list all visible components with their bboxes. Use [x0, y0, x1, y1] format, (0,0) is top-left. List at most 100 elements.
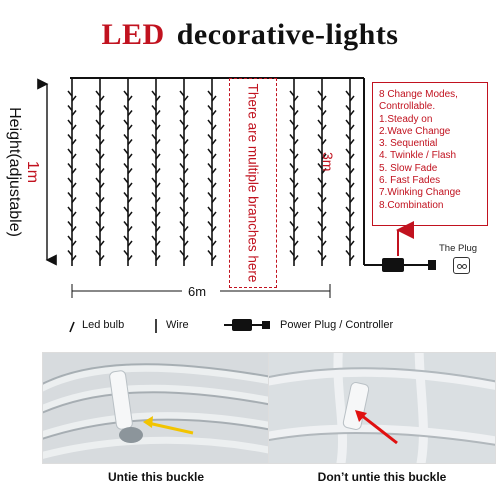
led-bulb	[207, 163, 213, 169]
led-bulb	[123, 177, 129, 184]
mode-line: 8 Change Modes,	[379, 89, 458, 100]
led-bulb	[317, 105, 323, 111]
led-bulb	[71, 95, 77, 102]
led-bulb	[321, 255, 327, 261]
led-bulb	[293, 226, 299, 232]
led-bulb	[123, 192, 129, 198]
led-bulb	[321, 211, 327, 218]
led-bulb	[345, 148, 351, 155]
led-bulb	[317, 177, 323, 184]
led-bulb	[71, 153, 77, 160]
branches-dashed-box	[229, 78, 277, 288]
led-bulb	[293, 124, 299, 131]
led-bulb	[345, 177, 351, 184]
led-bulb	[289, 206, 295, 213]
led-bulb	[127, 95, 133, 102]
led-bulb	[317, 90, 323, 97]
led-bulb	[321, 124, 327, 131]
led-bulb	[211, 197, 217, 203]
led-bulb	[289, 90, 295, 97]
led-bulb	[317, 206, 323, 213]
led-bulb	[151, 206, 157, 213]
led-bulb	[99, 95, 105, 102]
led-bulb	[207, 177, 213, 184]
height-value: 1m	[24, 160, 41, 184]
led-bulb	[289, 235, 295, 242]
mode-line: 1.Steady on	[379, 113, 433, 125]
led-bulb	[179, 250, 185, 256]
led-bulb	[345, 119, 351, 126]
led-bulb	[95, 206, 101, 213]
led-bulb	[183, 139, 189, 145]
mode-line: 5. Slow Fade	[379, 162, 438, 174]
led-bulb	[67, 250, 73, 256]
led-bulb	[99, 211, 105, 218]
led-bulb	[183, 211, 189, 218]
led-bulb	[211, 182, 217, 189]
led-bulb	[321, 168, 327, 174]
led-bulb	[345, 90, 351, 97]
led-bulb	[321, 95, 327, 102]
led-bulb	[349, 124, 355, 131]
led-bulb	[67, 192, 73, 198]
legend-wire: Wire	[166, 319, 189, 331]
led-bulb	[71, 182, 77, 189]
led-bulb	[321, 240, 327, 247]
led-bulb	[95, 105, 101, 111]
led-bulb	[349, 211, 355, 218]
led-bulb	[183, 110, 189, 116]
led-bulb	[349, 182, 355, 189]
title-led: LED	[101, 18, 165, 51]
led-bulb	[183, 240, 189, 247]
led-bulb	[127, 153, 133, 160]
branch-length-label: 3m	[320, 152, 336, 172]
led-bulb	[123, 163, 129, 169]
led-bulb	[155, 197, 161, 203]
led-bulb	[207, 192, 213, 198]
led-bulb	[99, 240, 105, 247]
led-bulb	[345, 221, 351, 227]
power-plug-icon	[224, 319, 270, 331]
mode-line: Controllable.	[379, 101, 436, 113]
led-bulb	[95, 90, 101, 97]
led-bulb	[293, 110, 299, 116]
led-bulb	[95, 235, 101, 242]
led-bulb	[127, 197, 133, 203]
curtain-light-diagram	[37, 77, 436, 298]
mode-line: 3. Sequential	[379, 138, 438, 150]
led-bulb	[345, 105, 351, 111]
led-bulb	[67, 90, 73, 97]
width-label: 6m	[188, 284, 207, 299]
led-bulb	[317, 163, 323, 169]
pointer-arrow-icon	[360, 413, 398, 445]
pointer-arrow-icon	[147, 421, 194, 435]
led-bulb	[67, 119, 73, 126]
led-bulb	[183, 153, 189, 160]
led-bulb	[71, 197, 77, 203]
led-bulb	[99, 226, 105, 232]
led-bulb	[179, 163, 185, 169]
led-bulb	[95, 163, 101, 169]
led-bulb	[123, 221, 129, 227]
led-bulb	[289, 192, 295, 198]
led-bulb	[317, 250, 323, 256]
led-bulb	[349, 139, 355, 145]
led-bulb	[127, 211, 133, 218]
led-bulb	[345, 192, 351, 198]
led-bulb	[99, 197, 105, 203]
led-bulb	[155, 153, 161, 160]
led-bulb	[127, 255, 133, 261]
led-bulb	[183, 168, 189, 174]
led-bulb	[155, 168, 161, 174]
led-bulb	[71, 110, 77, 116]
led-bulb	[211, 211, 217, 218]
led-bulb	[67, 177, 73, 184]
led-bulb	[317, 119, 323, 126]
led-bulb	[183, 255, 189, 261]
led-bulb	[317, 134, 323, 140]
led-bulb	[321, 139, 327, 145]
led-bulb	[155, 182, 161, 189]
led-bulb	[99, 139, 105, 145]
led-bulb	[183, 124, 189, 131]
